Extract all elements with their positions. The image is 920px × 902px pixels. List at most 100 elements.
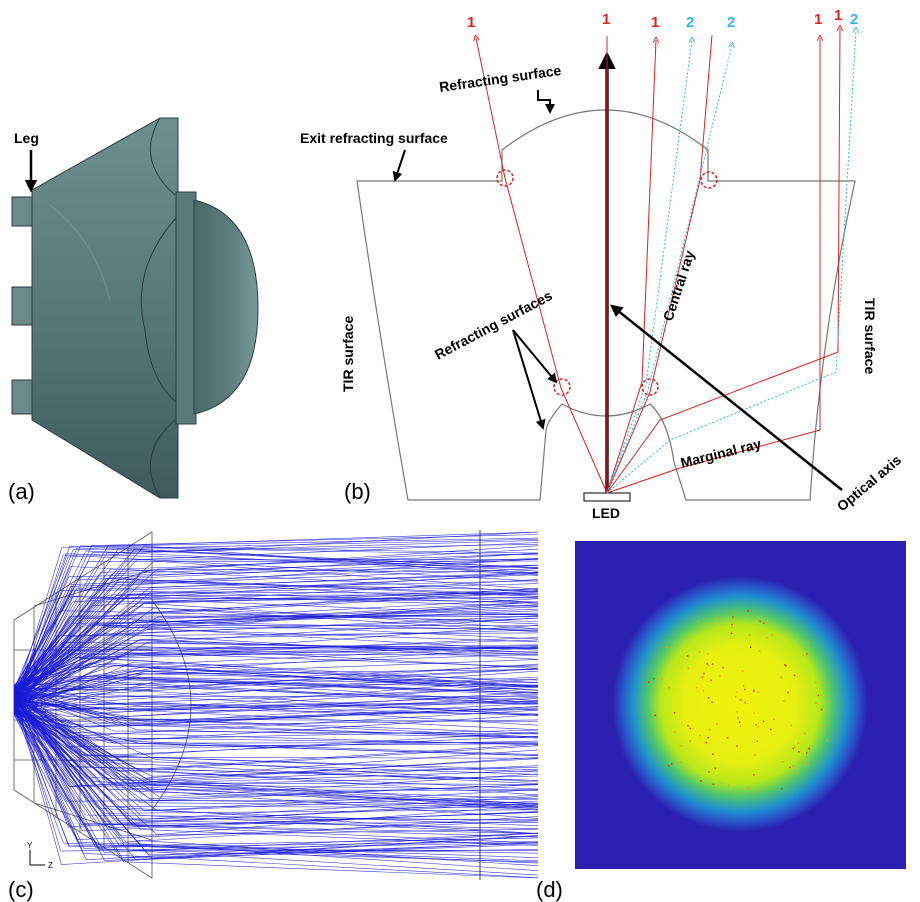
spot-speckle-dot xyxy=(711,663,714,665)
trace-ray xyxy=(13,692,539,787)
trace-ray xyxy=(13,547,539,700)
panel-b-cross-section: LED 1 1 1 2 2 1 1 2 Refracting surface E… xyxy=(300,7,904,521)
spot-speckle-dot xyxy=(744,688,746,691)
trace-ray xyxy=(13,639,539,690)
spot-speckle-dot xyxy=(741,670,744,672)
spot-speckle-dot xyxy=(826,739,828,742)
trace-ray xyxy=(13,689,539,737)
trace-ray xyxy=(13,700,539,711)
trace-ray xyxy=(13,548,539,690)
trace-ray xyxy=(13,687,539,784)
axis-z-label: Z xyxy=(48,861,53,870)
spot-speckle-dot xyxy=(806,653,808,655)
spot-speckle-dot xyxy=(736,691,738,693)
spot-speckle-dot xyxy=(807,763,810,766)
ray-1-exit xyxy=(606,34,713,494)
trace-ray xyxy=(13,684,539,715)
spot-speckle-dot xyxy=(734,696,737,698)
spot-speckle-dot xyxy=(707,664,710,667)
trace-ray xyxy=(13,542,539,712)
spot-speckle-dot xyxy=(753,689,755,691)
spot-speckle-dot xyxy=(753,712,755,714)
optical-axis-arrow xyxy=(610,304,843,491)
trace-ray xyxy=(13,653,539,690)
trace-ray xyxy=(13,693,539,744)
spot-speckle-dot xyxy=(653,678,655,680)
spot-speckle-dot xyxy=(707,697,710,699)
spot-speckle-dot xyxy=(648,681,650,683)
spot-speckle-dot xyxy=(759,620,762,622)
trace-ray xyxy=(13,704,539,826)
spot-speckle-dot xyxy=(674,731,676,733)
trace-ray xyxy=(13,617,539,686)
spot-speckle-dot xyxy=(742,685,745,687)
trace-ray xyxy=(13,639,539,703)
trace-ray xyxy=(13,690,539,879)
trace-ray xyxy=(13,668,539,712)
ray-label: 1 xyxy=(814,11,822,28)
trace-ray xyxy=(13,691,539,722)
spot-speckle-dot xyxy=(698,651,701,653)
spot-speckle-dot xyxy=(715,616,718,619)
spot-speckle-dot xyxy=(722,667,724,669)
trace-ray xyxy=(13,540,539,709)
refracting-surface-arrow xyxy=(537,90,555,114)
trace-ray xyxy=(13,705,539,811)
ray-2-right xyxy=(606,45,732,494)
spot-speckle-dot xyxy=(719,675,721,677)
spot-speckle-dot xyxy=(829,701,831,703)
trace-ray xyxy=(13,552,539,688)
spot-speckle-dot xyxy=(712,753,714,755)
lens-flange xyxy=(175,191,197,425)
spot-speckle-dot xyxy=(673,712,676,714)
spot-speckle-dot xyxy=(763,622,765,624)
central-ray-label: Central ray xyxy=(660,248,698,323)
spot-speckle-dot xyxy=(793,746,796,748)
spot-speckle-dot xyxy=(665,646,668,648)
spot-speckle-dot xyxy=(708,728,711,731)
trace-ray xyxy=(13,531,539,705)
spot-speckle-dot xyxy=(769,728,772,731)
trace-ray xyxy=(13,687,539,828)
spot-speckle-dot xyxy=(797,742,800,745)
spot-speckle-dot xyxy=(695,687,698,689)
panel-label-b: (b) xyxy=(344,479,371,504)
trace-ray xyxy=(13,573,539,704)
trace-ray xyxy=(13,681,539,715)
spot-speckle-dot xyxy=(750,646,752,648)
tir-surface-left-label: TIR surface xyxy=(340,316,356,392)
spot-speckle-dot xyxy=(808,747,810,749)
spot-speckle-dot xyxy=(803,732,806,735)
trace-ray xyxy=(13,565,539,694)
trace-ray xyxy=(13,708,539,781)
spot-speckle-dot xyxy=(784,664,786,666)
spot-speckle-dot xyxy=(783,700,785,702)
spot-speckle xyxy=(648,610,831,793)
spot-speckle-dot xyxy=(824,725,826,727)
spot-speckle-dot xyxy=(756,740,758,742)
spot-speckle-dot xyxy=(686,655,689,657)
refracting-surfaces-arrow xyxy=(512,329,546,430)
trace-ray xyxy=(13,710,539,851)
trace-ray xyxy=(13,628,539,701)
ray-1-marginal-b xyxy=(606,28,840,494)
refracting-surfaces-label: Refracting surfaces xyxy=(432,287,555,363)
spot-speckle-dot xyxy=(755,723,757,726)
spot-speckle-dot xyxy=(737,717,739,719)
spot-speckle-dot xyxy=(757,691,760,693)
ray-label: 2 xyxy=(686,14,694,31)
trace-ray xyxy=(13,647,539,705)
trace-ray xyxy=(13,695,539,828)
refraction-point-marker xyxy=(553,378,571,396)
spot-speckle-dot xyxy=(771,634,773,636)
spot-speckle-dot xyxy=(702,690,704,692)
spot-speckle-dot xyxy=(804,759,807,761)
spot-speckle-dot xyxy=(736,711,738,713)
trace-ray xyxy=(13,696,539,838)
spot-speckle-dot xyxy=(753,690,755,692)
trace-ray xyxy=(13,608,539,693)
panel-label-d: (d) xyxy=(536,877,563,902)
trace-ray xyxy=(13,554,539,711)
refracting-surfaces-arrow xyxy=(512,329,558,384)
trace-ray xyxy=(13,590,539,689)
